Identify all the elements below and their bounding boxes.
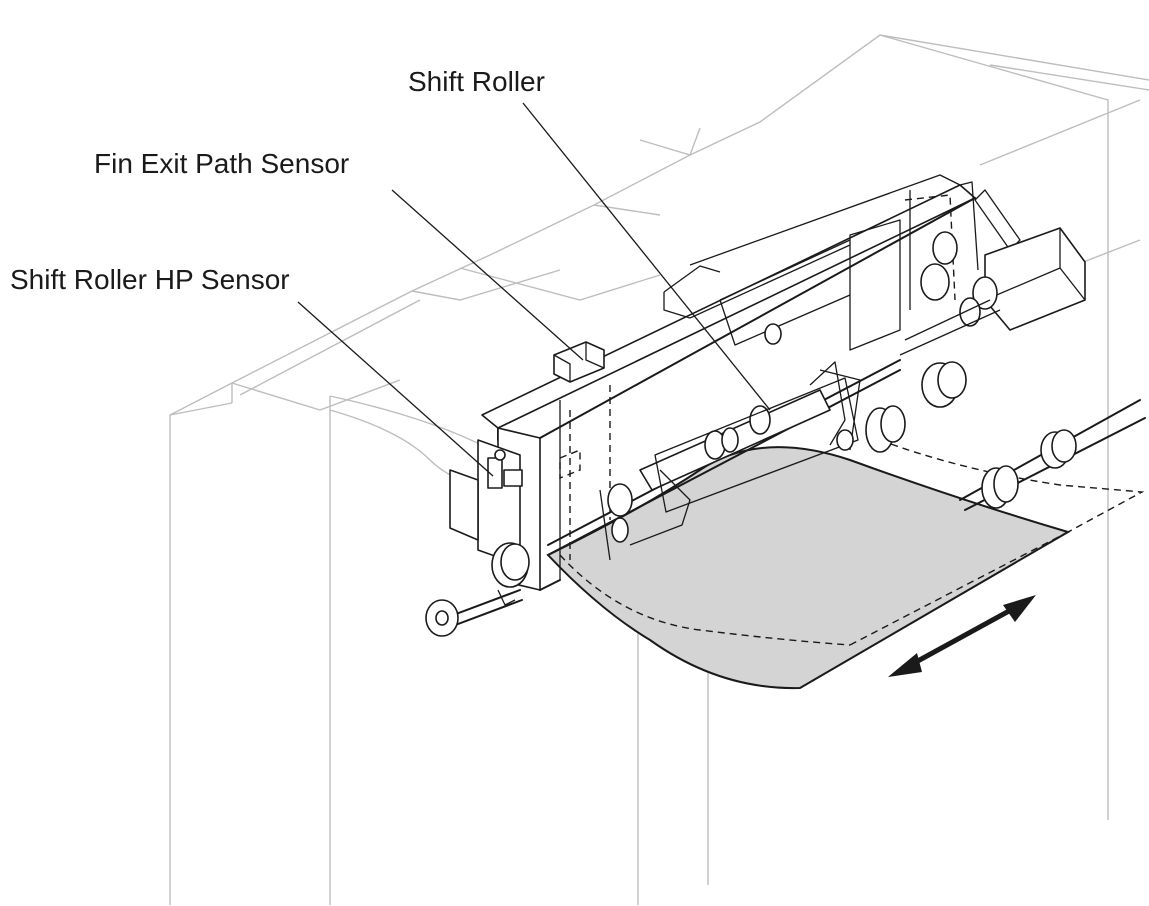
- leader-fin-exit-path-sensor: [391, 189, 584, 361]
- leader-shift-roller: [522, 102, 771, 411]
- leader-lines: [297, 102, 771, 477]
- label-fin-exit-path-sensor: Fin Exit Path Sensor: [94, 148, 350, 179]
- double-headed-arrow-icon: [888, 595, 1036, 677]
- output-shaft: [959, 399, 1146, 511]
- paper-sheet: [546, 439, 1145, 690]
- label-shift-roller-hp-sensor: Shift Roller HP Sensor: [10, 264, 290, 295]
- label-shift-roller: Shift Roller: [408, 66, 545, 97]
- shift-roller-assembly: [547, 359, 906, 561]
- drive-knob: [425, 542, 530, 637]
- shift-unit-housing: [481, 174, 1086, 591]
- leader-hp-sensor: [297, 301, 494, 477]
- fin-exit-path-sensor: [553, 341, 605, 383]
